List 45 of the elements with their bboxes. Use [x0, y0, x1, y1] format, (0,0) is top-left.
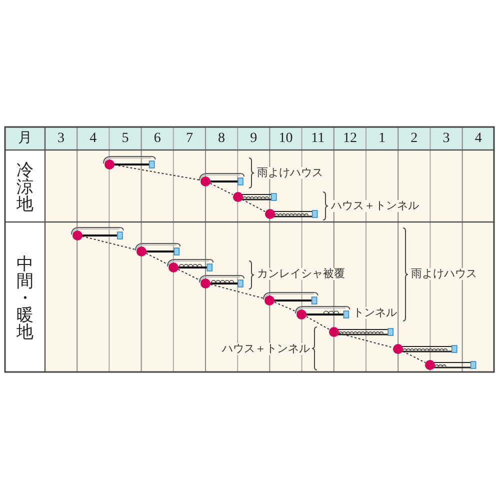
month-label: 12 — [342, 130, 357, 146]
annotation-label: カンレイシャ被覆 — [257, 268, 345, 280]
month-label: 6 — [154, 130, 161, 146]
dotted-connector — [306, 316, 330, 330]
dotted-connector — [210, 182, 234, 196]
month-label: 1 — [378, 130, 386, 146]
dotted-connector — [274, 302, 298, 312]
period-bar — [264, 209, 318, 219]
month-label: 7 — [186, 130, 193, 146]
annotation-label: ハウス＋トンネル — [222, 343, 310, 355]
period-bar — [166, 258, 214, 272]
month-label: 3 — [442, 130, 450, 146]
column-header: 月 — [18, 130, 32, 146]
month-label: 11 — [311, 130, 325, 146]
annotation-label: 雨よけハウス — [257, 167, 323, 179]
period-bar — [70, 226, 124, 240]
month-label: 4 — [474, 130, 482, 146]
annotation-label: 雨よけハウス — [411, 268, 477, 280]
month-label: 8 — [218, 130, 226, 146]
period-bar — [102, 156, 156, 169]
dotted-connector — [146, 252, 170, 266]
dotted-connector — [338, 332, 394, 348]
region-label: 中間・暖地 — [16, 256, 34, 340]
period-bar — [295, 306, 350, 319]
dotted-connector — [402, 350, 426, 364]
dotted-connector — [210, 284, 266, 300]
month-label: 10 — [278, 130, 293, 146]
period-bar — [393, 344, 458, 354]
month-label: 5 — [122, 130, 129, 146]
month-label: 9 — [250, 130, 258, 146]
month-label: 3 — [58, 130, 65, 146]
period-bar — [425, 360, 476, 370]
period-bar — [232, 192, 276, 202]
period-bar — [199, 274, 244, 288]
period-bar — [263, 292, 318, 305]
period-bar — [134, 242, 180, 256]
annotation-label: ハウス＋トンネル — [331, 200, 419, 212]
region-label: 冷涼地 — [16, 162, 34, 212]
period-bar — [328, 327, 394, 337]
dotted-connector — [82, 236, 137, 250]
period-bar — [199, 172, 244, 186]
month-label: 4 — [90, 130, 97, 146]
month-label: 2 — [410, 130, 418, 146]
dotted-connector — [178, 268, 202, 282]
dotted-connector — [242, 198, 266, 212]
